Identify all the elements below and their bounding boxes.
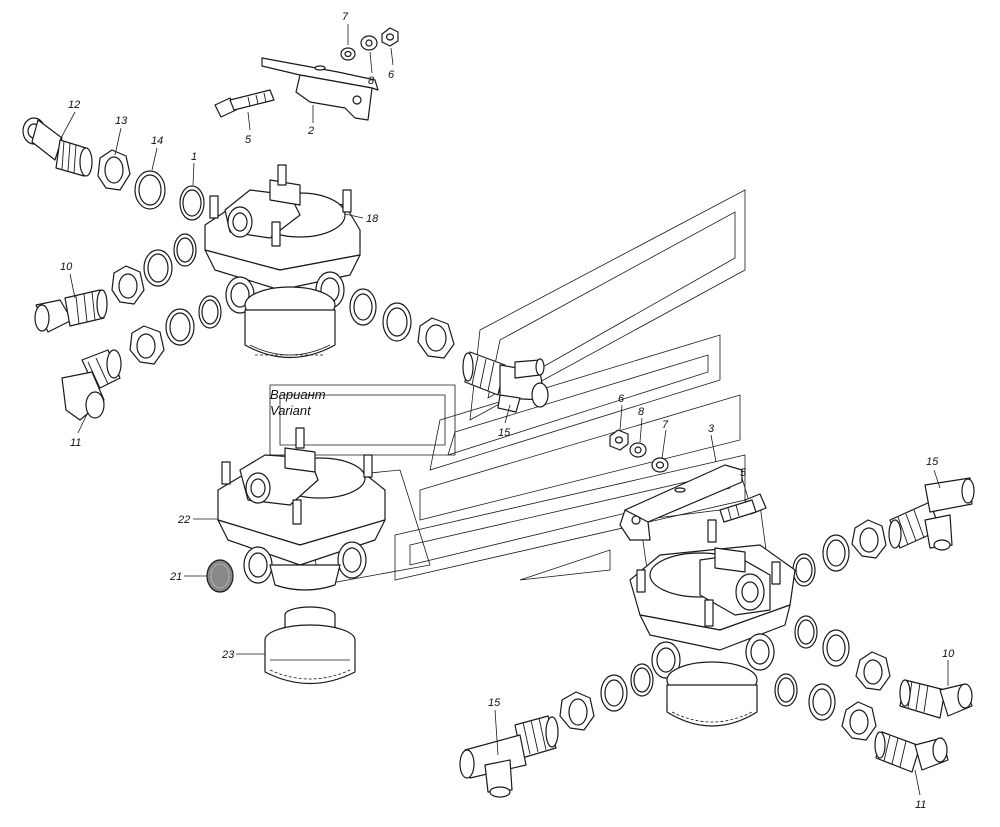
- callout-21: 21: [169, 571, 182, 583]
- callout-12: 12: [68, 99, 80, 111]
- callout-3: 3: [708, 423, 715, 435]
- callout-labels: 7 8 6 2 5 12 13 14 1 18 10 11 15 6 8 7 3…: [60, 11, 955, 811]
- cap-23: [264, 606, 356, 685]
- callout-15: 15: [488, 697, 501, 709]
- callout-11: 11: [70, 437, 81, 449]
- callout-8: 8: [638, 406, 645, 418]
- ring-1: [179, 185, 205, 221]
- variant-label-en: Variant: [270, 403, 312, 418]
- callout-10: 10: [60, 261, 73, 273]
- callout-23: 23: [221, 649, 235, 661]
- callout-5: 5: [740, 467, 747, 479]
- tee-fitting-15-center: [462, 351, 549, 413]
- fasteners-right: [609, 429, 669, 473]
- callout-7: 7: [662, 419, 669, 431]
- elbow-fitting-10: [34, 289, 108, 333]
- callout-6: 6: [618, 393, 625, 405]
- fitting-ring-set-bottom: [559, 663, 654, 731]
- callout-15: 15: [926, 456, 939, 468]
- callout-15: 15: [498, 427, 511, 439]
- nut-13: [97, 149, 131, 191]
- callout-18: 18: [366, 213, 379, 225]
- tee-fitting-15-right: [888, 477, 975, 551]
- bolt-5-right: [719, 493, 767, 523]
- fasteners-top: [340, 27, 399, 61]
- leader-lines: [59, 24, 949, 796]
- bracket-3: [619, 464, 743, 541]
- fitting-ring-set-left: [111, 233, 222, 365]
- variant-label-ru: Вариант: [270, 387, 326, 402]
- callout-7: 7: [342, 11, 349, 23]
- callout-8: 8: [368, 75, 375, 87]
- ring-14: [134, 170, 166, 210]
- valve-18: [204, 164, 361, 359]
- callout-6: 6: [388, 69, 395, 81]
- callout-11: 11: [915, 799, 926, 811]
- callout-2: 2: [307, 125, 314, 137]
- bracket-2: [261, 57, 379, 121]
- callout-14: 14: [151, 135, 163, 147]
- callout-5: 5: [245, 134, 252, 146]
- valve-22: [217, 427, 386, 591]
- callout-1: 1: [191, 151, 197, 163]
- tee-fitting-15-bottom: [459, 715, 559, 798]
- callout-10: 10: [942, 648, 955, 660]
- callout-22: 22: [177, 514, 190, 526]
- valve-right: [629, 519, 796, 727]
- bolt-5-top: [214, 89, 275, 118]
- callout-13: 13: [115, 115, 128, 127]
- filter-mesh-21: [206, 559, 234, 593]
- variant-label: Вариант Variant: [270, 387, 326, 418]
- fitting-ring-set-upper-right: [774, 519, 891, 741]
- elbow-fitting-11-right: [874, 731, 949, 773]
- elbow-fitting-11: [61, 349, 122, 421]
- fitting-ring-set-right: [349, 288, 455, 359]
- elbow-fitting-10-right: [899, 679, 973, 719]
- elbow-fitting-12: [22, 117, 93, 177]
